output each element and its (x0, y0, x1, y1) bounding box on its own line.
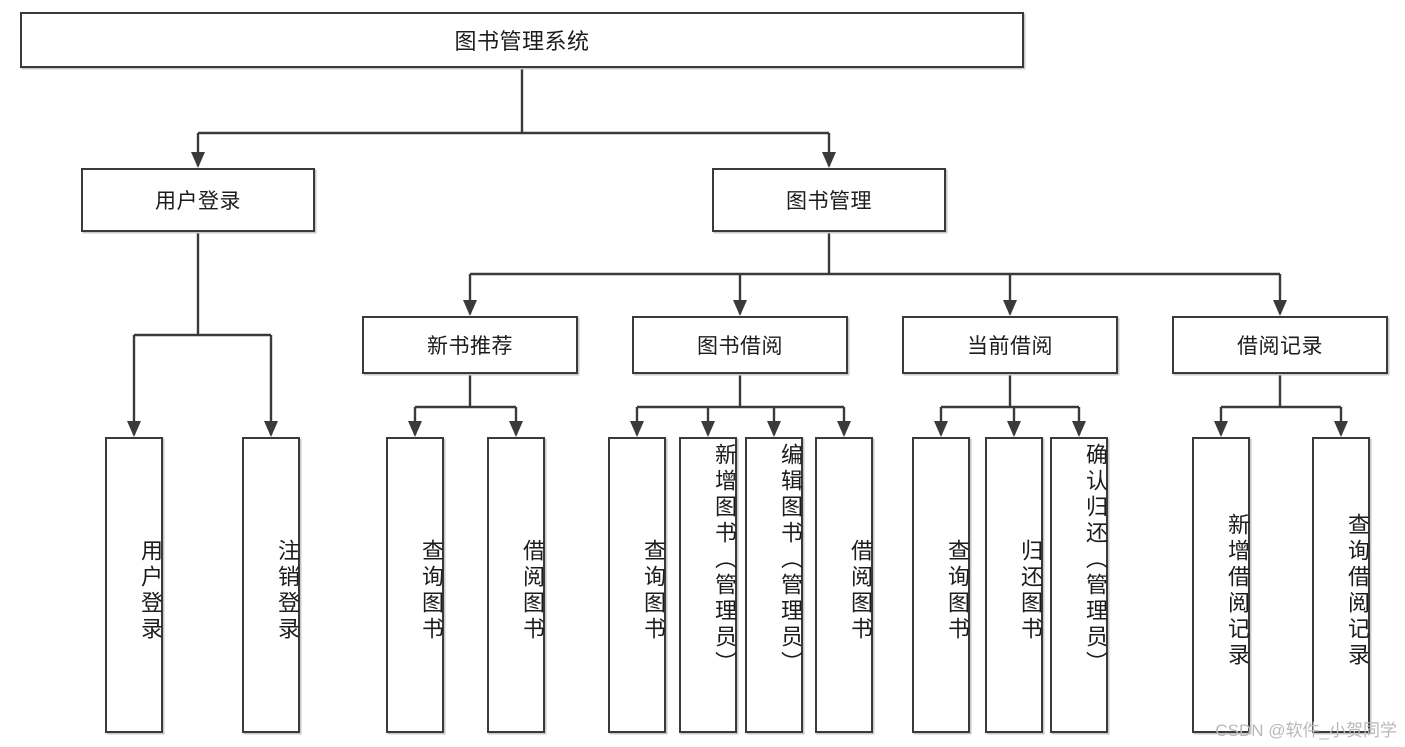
node-label: 注销登录 (275, 539, 300, 643)
watermark-text: CSDN @软件_小贺同学 (1215, 721, 1397, 740)
edge-arrowhead (1334, 421, 1348, 437)
node-label: 用户登录 (138, 539, 163, 643)
node-leaf-cb-query[interactable]: 查询图书 (912, 437, 970, 733)
node-new-book-rec[interactable]: 新书推荐 (362, 316, 578, 374)
edge-arrowhead (934, 421, 948, 437)
node-leaf-user-login[interactable]: 用户登录 (105, 437, 163, 733)
edge-arrowhead (630, 421, 644, 437)
node-leaf-bb-add[interactable]: 新增图书（管理员） (679, 437, 737, 733)
node-label: 借阅图书 (848, 539, 873, 643)
node-leaf-br-query[interactable]: 查询借阅记录 (1312, 437, 1370, 733)
edge-arrowhead (1007, 421, 1021, 437)
node-borrow-record[interactable]: 借阅记录 (1172, 316, 1388, 374)
edge-arrowhead (822, 152, 836, 168)
node-label: 借阅记录 (1237, 335, 1323, 358)
node-label: 图书管理 (786, 190, 872, 213)
node-leaf-rec-borrow[interactable]: 借阅图书 (487, 437, 545, 733)
node-book-borrow[interactable]: 图书借阅 (632, 316, 848, 374)
node-label: 查询图书 (641, 539, 666, 643)
node-book-mgmt[interactable]: 图书管理 (712, 168, 946, 232)
node-label: 当前借阅 (967, 335, 1053, 358)
node-user-login[interactable]: 用户登录 (81, 168, 315, 232)
edge-arrowhead (701, 421, 715, 437)
node-leaf-user-logout[interactable]: 注销登录 (242, 437, 300, 733)
edge-arrowhead (1214, 421, 1228, 437)
node-label: 图书借阅 (697, 335, 783, 358)
edge-arrowhead (408, 421, 422, 437)
edge-arrowhead (1003, 300, 1017, 316)
node-label: 查询图书 (419, 539, 444, 643)
node-label: 编辑图书（管理员） (778, 443, 803, 677)
node-label: 用户登录 (155, 190, 241, 213)
node-leaf-bb-edit[interactable]: 编辑图书（管理员） (745, 437, 803, 733)
node-label: 查询图书 (945, 539, 970, 643)
node-label: 新增借阅记录 (1225, 513, 1250, 669)
edge-arrowhead (191, 152, 205, 168)
node-label: 查询借阅记录 (1345, 513, 1370, 669)
edge-arrowhead (767, 421, 781, 437)
node-label: 图书管理系统 (454, 29, 590, 54)
edge-arrowhead (264, 421, 278, 437)
edge-arrowhead (509, 421, 523, 437)
node-label: 确认归还（管理员） (1083, 443, 1108, 677)
node-label: 新增图书（管理员） (712, 443, 737, 677)
node-leaf-rec-query[interactable]: 查询图书 (386, 437, 444, 733)
node-label: 新书推荐 (427, 335, 513, 358)
node-leaf-cb-return[interactable]: 归还图书 (985, 437, 1043, 733)
edge-arrowhead (733, 300, 747, 316)
edge-arrowhead (463, 300, 477, 316)
edge-arrowhead (1072, 421, 1086, 437)
node-leaf-bb-borrow[interactable]: 借阅图书 (815, 437, 873, 733)
node-label: 借阅图书 (520, 539, 545, 643)
node-leaf-cb-confirm[interactable]: 确认归还（管理员） (1050, 437, 1108, 733)
node-current-borrow[interactable]: 当前借阅 (902, 316, 1118, 374)
edge-arrowhead (127, 421, 141, 437)
edge-arrowhead (1273, 300, 1287, 316)
edge-arrowhead (837, 421, 851, 437)
node-leaf-br-add[interactable]: 新增借阅记录 (1192, 437, 1250, 733)
node-leaf-bb-query[interactable]: 查询图书 (608, 437, 666, 733)
node-root[interactable]: 图书管理系统 (20, 12, 1024, 68)
node-label: 归还图书 (1018, 539, 1043, 643)
